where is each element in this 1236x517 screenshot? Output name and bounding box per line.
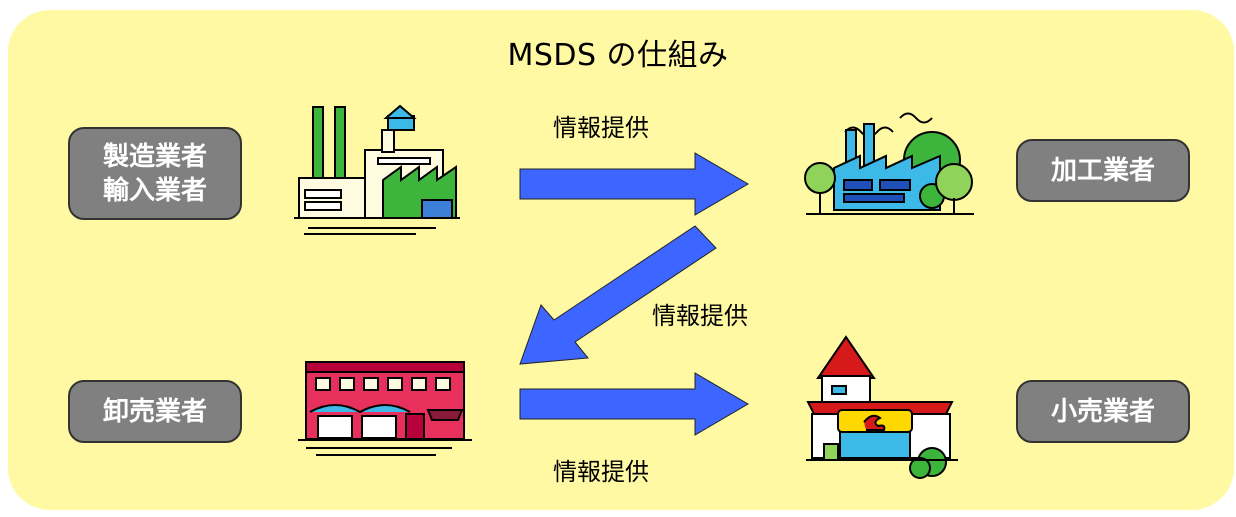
arrow-wholesaler-to-retailer — [519, 372, 749, 436]
diagram-title: MSDS の仕組み — [507, 38, 729, 73]
factory-icon — [294, 104, 460, 235]
flow-label-3: 情報提供 — [553, 458, 649, 486]
manufacturer-importer-box: 製造業者 輸入業者 — [68, 127, 242, 220]
processor-box: 加工業者 — [1016, 139, 1190, 202]
arrow-manufacturer-to-processor — [519, 152, 749, 216]
warehouse-icon — [298, 361, 472, 456]
wholesaler-box: 卸売業者 — [68, 380, 242, 443]
flow-label-2: 情報提供 — [652, 302, 748, 330]
wholesaler-label: 卸売業者 — [102, 396, 207, 427]
processor-label: 加工業者 — [1050, 155, 1155, 186]
processing-plant-icon — [804, 112, 974, 215]
store-icon — [806, 335, 958, 479]
flow-label-1: 情報提供 — [553, 114, 649, 142]
importer-label: 輸入業者 — [102, 175, 207, 206]
manufacturer-label: 製造業者 — [102, 141, 207, 172]
retailer-label: 小売業者 — [1050, 396, 1155, 427]
retailer-box: 小売業者 — [1016, 380, 1190, 443]
arrow-processor-to-wholesaler — [519, 225, 717, 365]
